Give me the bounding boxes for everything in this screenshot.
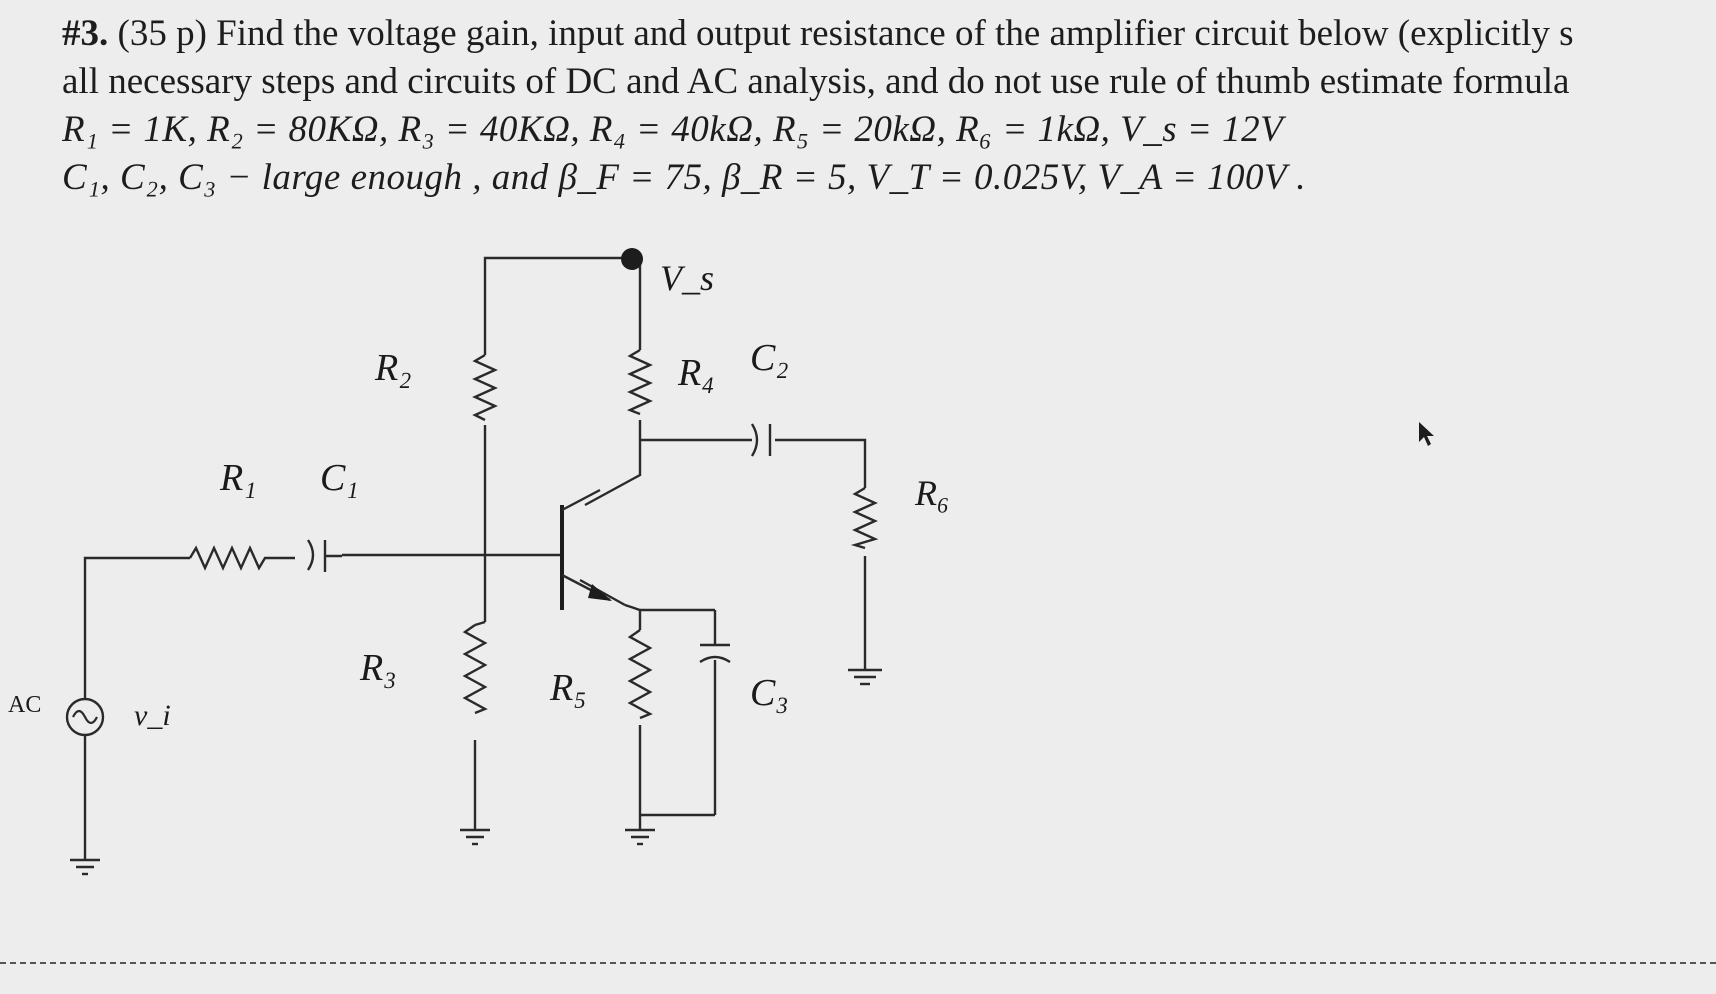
r4-label: R₄ <box>677 352 714 394</box>
transistor-parameters: C₁, C₂, C₃ − large enough , and β_F = 75… <box>62 157 1306 198</box>
problem-points: (35 p) <box>117 13 207 54</box>
ac-source-icon <box>65 697 105 737</box>
problem-line-2: all necessary steps and circuits of DC a… <box>62 61 1570 102</box>
ground-icon <box>625 828 655 846</box>
c2-label: C₂ <box>750 337 789 379</box>
problem-statement: #3. (35 p) Find the voltage gain, input … <box>62 10 1702 202</box>
problem-number: #3. <box>62 13 109 54</box>
r2-label: R₂ <box>374 347 411 389</box>
c1-capacitor <box>306 539 342 572</box>
r6-resistor <box>850 486 879 550</box>
r3-label: R₃ <box>359 647 396 689</box>
r4-resistor <box>626 348 653 416</box>
npn-transistor-icon <box>560 488 612 610</box>
r1-label: R₁ <box>219 457 256 499</box>
r6-label: R₆ <box>914 473 950 513</box>
component-values: R₁ = 1K, R₂ = 80KΩ, R₃ = 40KΩ, R₄ = 40kΩ… <box>62 109 1284 150</box>
ground-icon <box>70 858 100 876</box>
c3-label: C₃ <box>750 672 789 714</box>
vi-label: v_i <box>134 699 171 732</box>
wires <box>83 256 867 860</box>
source-type-label: AC <box>8 692 41 718</box>
problem-line-1: #3. (35 p) Find the voltage gain, input … <box>62 10 1702 58</box>
r3-resistor <box>462 624 488 715</box>
page-divider <box>0 962 1716 964</box>
vs-label: V_s <box>660 258 714 298</box>
ground-icon <box>460 828 490 846</box>
problem-text-1: Find the voltage gain, input and output … <box>206 13 1574 54</box>
r5-resistor <box>627 629 653 720</box>
c3-capacitor <box>699 643 731 664</box>
r2-resistor <box>472 353 498 422</box>
c2-capacitor <box>750 423 772 457</box>
ground-icon <box>848 668 882 686</box>
mouse-cursor-icon <box>1419 422 1434 446</box>
supply-terminal <box>621 248 643 270</box>
r1-resistor <box>188 545 295 571</box>
c1-label: C₁ <box>320 457 359 499</box>
r5-label: R₅ <box>549 667 586 709</box>
